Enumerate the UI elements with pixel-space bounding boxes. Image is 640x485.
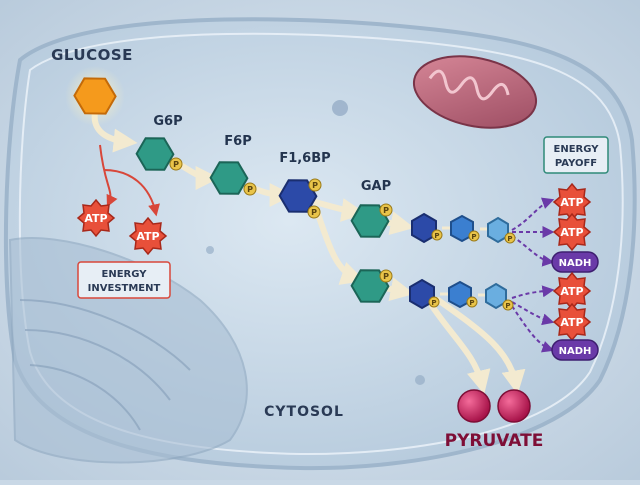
intermediate-3 bbox=[485, 282, 507, 310]
er-fold-1 bbox=[19, 299, 191, 371]
payoff-arrows bbox=[511, 197, 555, 353]
investment-atp-2: ATP bbox=[128, 216, 168, 256]
phosphate-icon bbox=[466, 296, 478, 308]
phosphate-label: P bbox=[505, 302, 510, 310]
energy-investment-box bbox=[77, 261, 171, 299]
energy-payoff-line2: PAYOFF bbox=[555, 158, 597, 169]
phosphate-icon bbox=[428, 296, 440, 308]
payoff-atp-upper-2: ATP bbox=[552, 212, 592, 252]
vesicle bbox=[415, 375, 425, 385]
lower-branch: P P P P bbox=[350, 269, 514, 311]
phosphate-icon bbox=[379, 269, 393, 283]
vesicle bbox=[332, 100, 348, 116]
intermediate-3 bbox=[487, 216, 509, 244]
energy-payoff-box bbox=[543, 136, 609, 174]
vesicle bbox=[206, 246, 214, 254]
f16bp-hexagon bbox=[278, 179, 318, 213]
phosphate-icon bbox=[308, 178, 322, 192]
glucose-label: GLUCOSE bbox=[51, 46, 133, 64]
energy-payoff-line1: ENERGY bbox=[554, 144, 600, 155]
er-fold-3 bbox=[29, 364, 141, 431]
upper-branch: P P P P bbox=[350, 203, 516, 244]
phosphate-label: P bbox=[312, 181, 318, 190]
pyruvate-molecule-2 bbox=[497, 389, 531, 423]
intermediate-2 bbox=[450, 214, 474, 243]
cytosol-label: CYTOSOL bbox=[264, 404, 344, 420]
phosphate-label: P bbox=[247, 185, 253, 194]
phosphate-icon bbox=[243, 182, 257, 196]
g6p-hexagon bbox=[135, 137, 175, 171]
payoff-nadh-upper: NADH bbox=[551, 251, 599, 273]
phosphate-icon bbox=[169, 157, 183, 171]
phosphate-label: P bbox=[469, 299, 474, 307]
intermediate-1 bbox=[411, 212, 437, 244]
gap-pentagon bbox=[350, 269, 390, 303]
investment-atp-1: ATP bbox=[76, 198, 116, 238]
phosphate-label: P bbox=[434, 232, 439, 240]
er-fold-2 bbox=[24, 329, 171, 401]
phosphate-icon bbox=[468, 230, 480, 242]
energy-investment-line2: INVESTMENT bbox=[88, 283, 161, 294]
f6p-hexagon bbox=[209, 161, 249, 195]
phosphate-label: P bbox=[173, 160, 179, 169]
energy-investment-line1: ENERGY bbox=[102, 269, 148, 280]
phosphate-icon bbox=[502, 299, 514, 311]
atp-arrow-2 bbox=[103, 169, 160, 217]
intermediate-2 bbox=[448, 280, 472, 309]
atp-label: ATP bbox=[560, 285, 583, 298]
phosphate-label: P bbox=[471, 233, 476, 241]
phosphate-label: P bbox=[507, 235, 512, 243]
atp-label: ATP bbox=[560, 316, 583, 329]
atp-arrow-1 bbox=[99, 144, 118, 208]
pyruvate-molecule-1 bbox=[457, 389, 491, 423]
phosphate-label: P bbox=[383, 272, 389, 281]
f16bp-label: F1,6BP bbox=[279, 151, 330, 166]
nadh-label: NADH bbox=[559, 346, 592, 357]
payoff-nadh-lower: NADH bbox=[551, 339, 599, 361]
f6p-label: F6P bbox=[224, 134, 251, 149]
gap-pentagon bbox=[350, 204, 390, 238]
phosphate-label: P bbox=[311, 208, 317, 217]
g6p-label: G6P bbox=[153, 114, 182, 129]
pyruvate-label: PYRUVATE bbox=[445, 431, 544, 451]
glucose-hexagon bbox=[73, 77, 117, 115]
phosphate-icon bbox=[307, 205, 321, 219]
phosphate-icon bbox=[431, 229, 443, 241]
organelle-er bbox=[8, 237, 248, 464]
nadh-label: NADH bbox=[559, 258, 592, 269]
atp-label: ATP bbox=[560, 226, 583, 239]
mitochondrion bbox=[412, 55, 538, 129]
atp-label: ATP bbox=[560, 196, 583, 209]
intermediate-1 bbox=[409, 278, 435, 310]
atp-label: ATP bbox=[84, 212, 107, 225]
gap-label: GAP bbox=[361, 179, 391, 194]
phosphate-label: P bbox=[383, 206, 389, 215]
phosphate-icon bbox=[504, 232, 516, 244]
phosphate-icon bbox=[379, 203, 393, 217]
payoff-atp-lower-2: ATP bbox=[552, 302, 592, 342]
phosphate-label: P bbox=[431, 299, 436, 307]
atp-label: ATP bbox=[136, 230, 159, 243]
